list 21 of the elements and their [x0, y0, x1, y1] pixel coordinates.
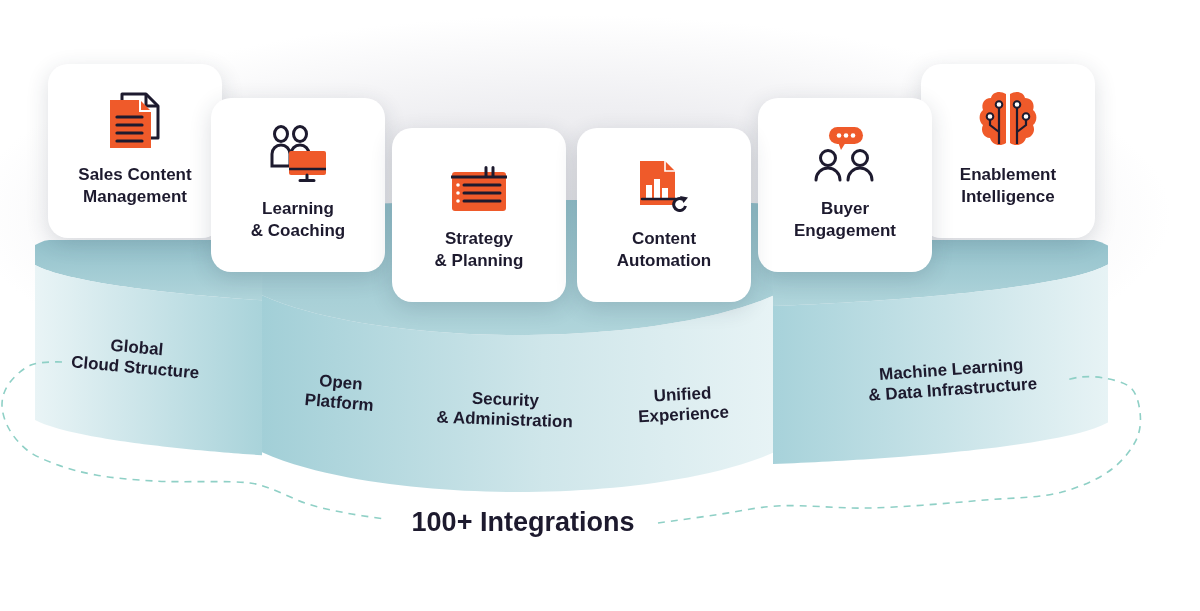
ring-label: 100+ Integrations [411, 506, 635, 538]
feature-card [211, 98, 385, 272]
platform-tier [262, 200, 773, 492]
tier-label: Open Platform [303, 370, 376, 416]
tier-label: Security & Administration [436, 387, 574, 433]
feature-card [392, 128, 566, 302]
tier-label: Global Cloud Structure [70, 334, 201, 384]
tier-label: Machine Learning & Data Infrastructure [866, 354, 1038, 406]
card-label: Strategy & Planning [433, 228, 525, 272]
card-label: Sales Content Management [77, 164, 193, 208]
feature-card [48, 64, 222, 238]
platform-tier [35, 240, 262, 456]
platform-tier [773, 240, 1108, 465]
card-label: Enablement Intelligence [958, 164, 1058, 208]
feature-card [758, 98, 932, 272]
card-label: Buyer Engagement [793, 198, 897, 242]
card-label: Learning & Coaching [249, 198, 347, 242]
tier-label: Unified Experience [636, 382, 730, 428]
feature-card [577, 128, 751, 302]
feature-card [921, 64, 1095, 238]
card-label: Content Automation [615, 228, 713, 272]
